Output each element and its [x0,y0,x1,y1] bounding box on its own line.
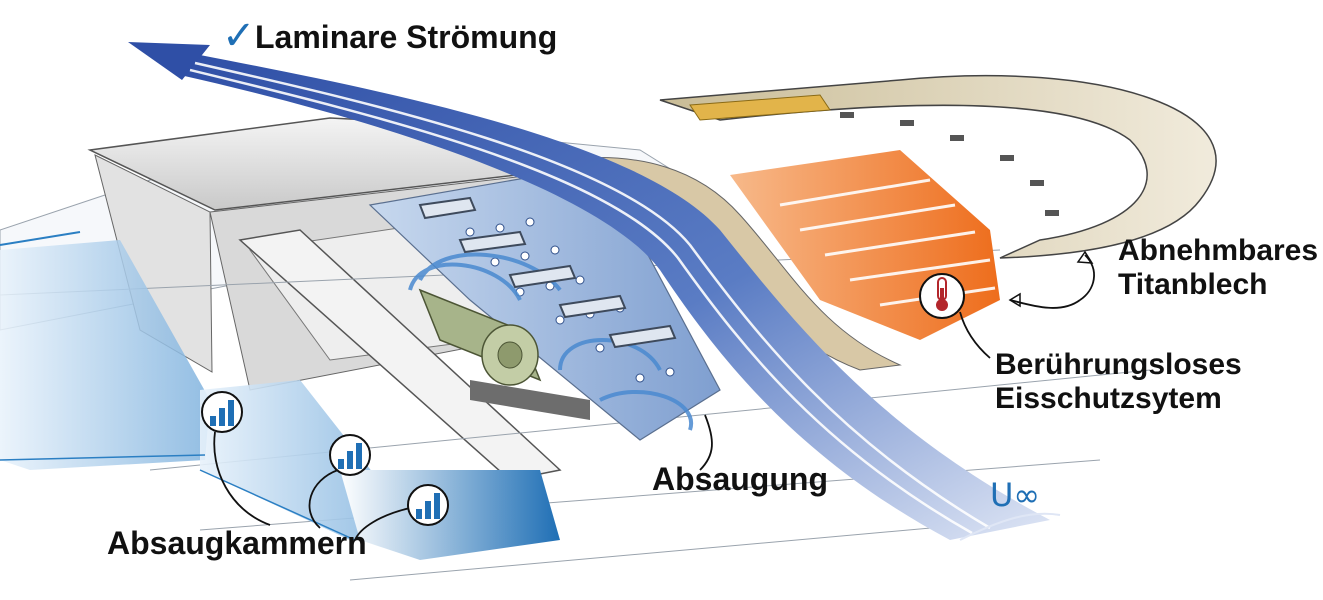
bar-gauge-icon [329,434,371,476]
stringers [418,196,677,349]
suction-chamber-panels [0,240,560,560]
removable-titanium-sheet-label: Abnehmbares Titanblech [1118,234,1318,301]
freestream-velocity-label: U∞ [990,476,1041,514]
arrowhead-1 [1008,292,1021,308]
suction-chambers-label: Absaugkammern [107,525,367,561]
removable-sheet-line2: Titanblech [1118,267,1268,301]
arrowhead-2 [1076,250,1094,264]
ice-protection-label: Berührungsloses Eisschutzsytem [995,348,1242,415]
bar-gauge-icon [201,391,243,433]
laminar-flow-label: Laminare Strömung [255,19,558,55]
suction-motor [418,288,590,420]
ice-protection-line1: Berührungsloses [995,348,1242,381]
ice-protection-line2: Eisschutzsytem [995,381,1222,415]
titanium-sheet [659,74,1217,259]
leader-lines [213,254,1095,541]
flow-tail [959,512,1061,541]
suction-flow-lines [408,252,694,431]
removable-sheet-line1: Abnehmbares [1118,234,1319,267]
bar-gauge-icon [407,484,449,526]
check-icon: ✓ [222,13,256,59]
thermometer-icon [919,273,965,319]
laminar-flow-arrow [128,42,1050,540]
suction-label: Absaugung [652,461,828,497]
